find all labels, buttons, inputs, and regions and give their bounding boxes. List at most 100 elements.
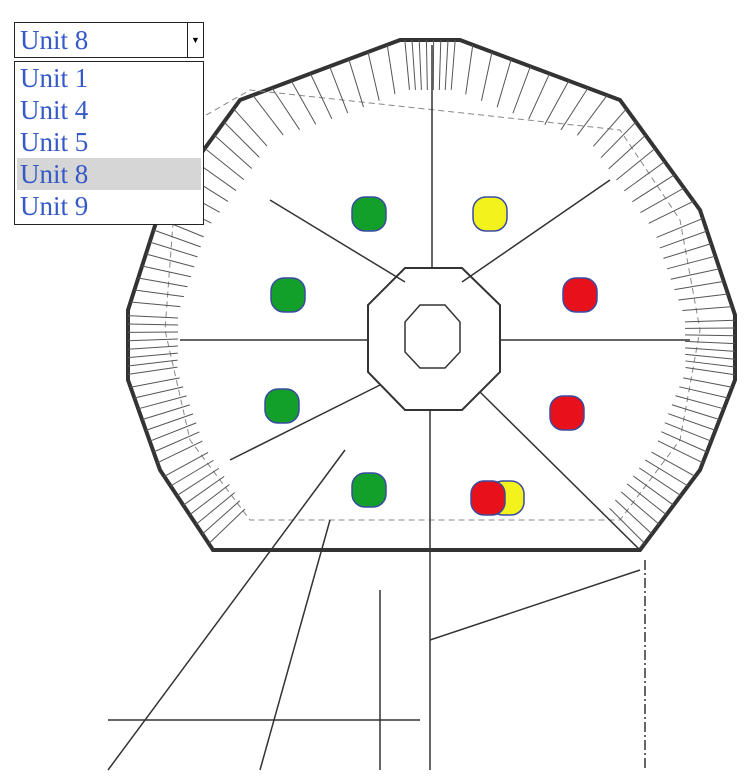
room-wall xyxy=(127,359,178,367)
room-wall xyxy=(685,353,736,360)
room-wall xyxy=(208,508,246,544)
room-wall xyxy=(233,108,268,147)
room-wall xyxy=(544,80,570,125)
status-marker-green[interactable] xyxy=(264,388,300,424)
room-wall xyxy=(593,108,627,147)
room-wall xyxy=(157,440,203,464)
room-wall xyxy=(663,243,712,259)
room-wall xyxy=(576,94,608,136)
room-wall xyxy=(657,440,704,464)
room-wall xyxy=(411,39,416,90)
room-wall xyxy=(679,386,729,399)
status-marker-yellow[interactable] xyxy=(472,196,508,232)
room-wall xyxy=(149,241,198,258)
room-wall xyxy=(638,467,682,497)
status-marker-green[interactable] xyxy=(351,472,387,508)
room-wall xyxy=(609,507,646,544)
room-wall xyxy=(290,80,317,125)
room-wall xyxy=(659,230,708,249)
room-wall xyxy=(130,377,180,388)
room-wall xyxy=(623,161,666,192)
unit-option-highlighted[interactable]: Unit 8 xyxy=(17,158,201,190)
room-wall xyxy=(496,59,512,108)
room-wall xyxy=(425,39,428,91)
room-wall xyxy=(608,134,646,170)
room-wall xyxy=(127,323,179,326)
room-wall xyxy=(675,395,724,410)
room-wall xyxy=(138,277,188,288)
room-wall xyxy=(367,51,380,101)
status-marker-red[interactable] xyxy=(470,480,506,516)
core-stair xyxy=(404,304,461,369)
room-wall xyxy=(145,253,195,268)
room-wall xyxy=(661,431,708,453)
room-wall xyxy=(141,404,190,421)
room-wall xyxy=(329,66,349,114)
room-wall xyxy=(183,475,225,506)
room-wall xyxy=(600,121,637,159)
dropdown-arrow-icon[interactable]: ▼ xyxy=(187,23,203,57)
room-wall xyxy=(684,334,736,337)
room-wall xyxy=(651,451,696,477)
room-wall xyxy=(614,499,653,535)
status-marker-green[interactable] xyxy=(270,277,306,313)
room-wall xyxy=(666,255,716,270)
room-wall xyxy=(404,39,410,90)
unit-option[interactable]: Unit 4 xyxy=(20,95,89,125)
unit-select[interactable]: Unit 8 ▼ xyxy=(14,22,204,58)
room-wall xyxy=(616,148,656,181)
room-wall xyxy=(195,492,235,525)
room-wall xyxy=(465,44,474,95)
room-wall xyxy=(480,51,493,101)
unit-option[interactable]: Unit 1 xyxy=(20,63,89,93)
room-wall xyxy=(138,395,187,410)
room-wall xyxy=(648,200,694,224)
room-wall xyxy=(640,187,685,213)
room-wall xyxy=(127,338,178,342)
room-wall xyxy=(127,315,178,319)
room-wall xyxy=(632,174,675,203)
room-wall xyxy=(134,289,185,298)
room-wall xyxy=(674,280,724,291)
room-wall xyxy=(664,422,712,442)
status-marker-red[interactable] xyxy=(549,395,585,431)
unit-option[interactable]: Unit 9 xyxy=(20,191,89,221)
unit-option[interactable]: Unit 5 xyxy=(20,127,89,157)
room-wall xyxy=(632,475,674,506)
room-wall xyxy=(560,87,589,131)
unit-select-value: Unit 8 xyxy=(20,25,89,55)
room-wall xyxy=(450,39,456,90)
room-wall xyxy=(620,491,660,525)
room-wall xyxy=(438,39,442,90)
room-wall xyxy=(645,459,689,487)
room-wall xyxy=(153,431,200,453)
room-wall xyxy=(130,301,181,308)
room-wall xyxy=(309,73,333,119)
status-marker-green[interactable] xyxy=(351,196,387,232)
room-wall xyxy=(127,345,178,350)
room-wall xyxy=(418,39,422,90)
room-wall xyxy=(668,413,716,431)
room-wall xyxy=(682,377,733,388)
room-wall xyxy=(204,148,245,181)
room-wall xyxy=(528,73,551,120)
room-wall xyxy=(189,484,230,516)
room-wall xyxy=(685,340,736,345)
status-marker-red[interactable] xyxy=(562,277,598,313)
room-wall xyxy=(170,459,214,487)
room-wall xyxy=(512,66,531,114)
room-wall xyxy=(444,39,449,90)
room-wall xyxy=(153,229,201,248)
room-wall xyxy=(626,483,667,516)
room-wall xyxy=(127,352,178,359)
room-wall xyxy=(252,94,284,136)
room-wall xyxy=(223,121,260,158)
room-wall xyxy=(348,59,364,108)
room-wall xyxy=(141,265,192,278)
room-wall xyxy=(271,87,300,130)
room-wall xyxy=(145,413,194,431)
room-wall xyxy=(685,347,736,352)
room-wall xyxy=(685,360,736,368)
unit-options-list: Unit 1 Unit 4 Unit 5 Unit 8 Unit 9 xyxy=(14,61,204,225)
